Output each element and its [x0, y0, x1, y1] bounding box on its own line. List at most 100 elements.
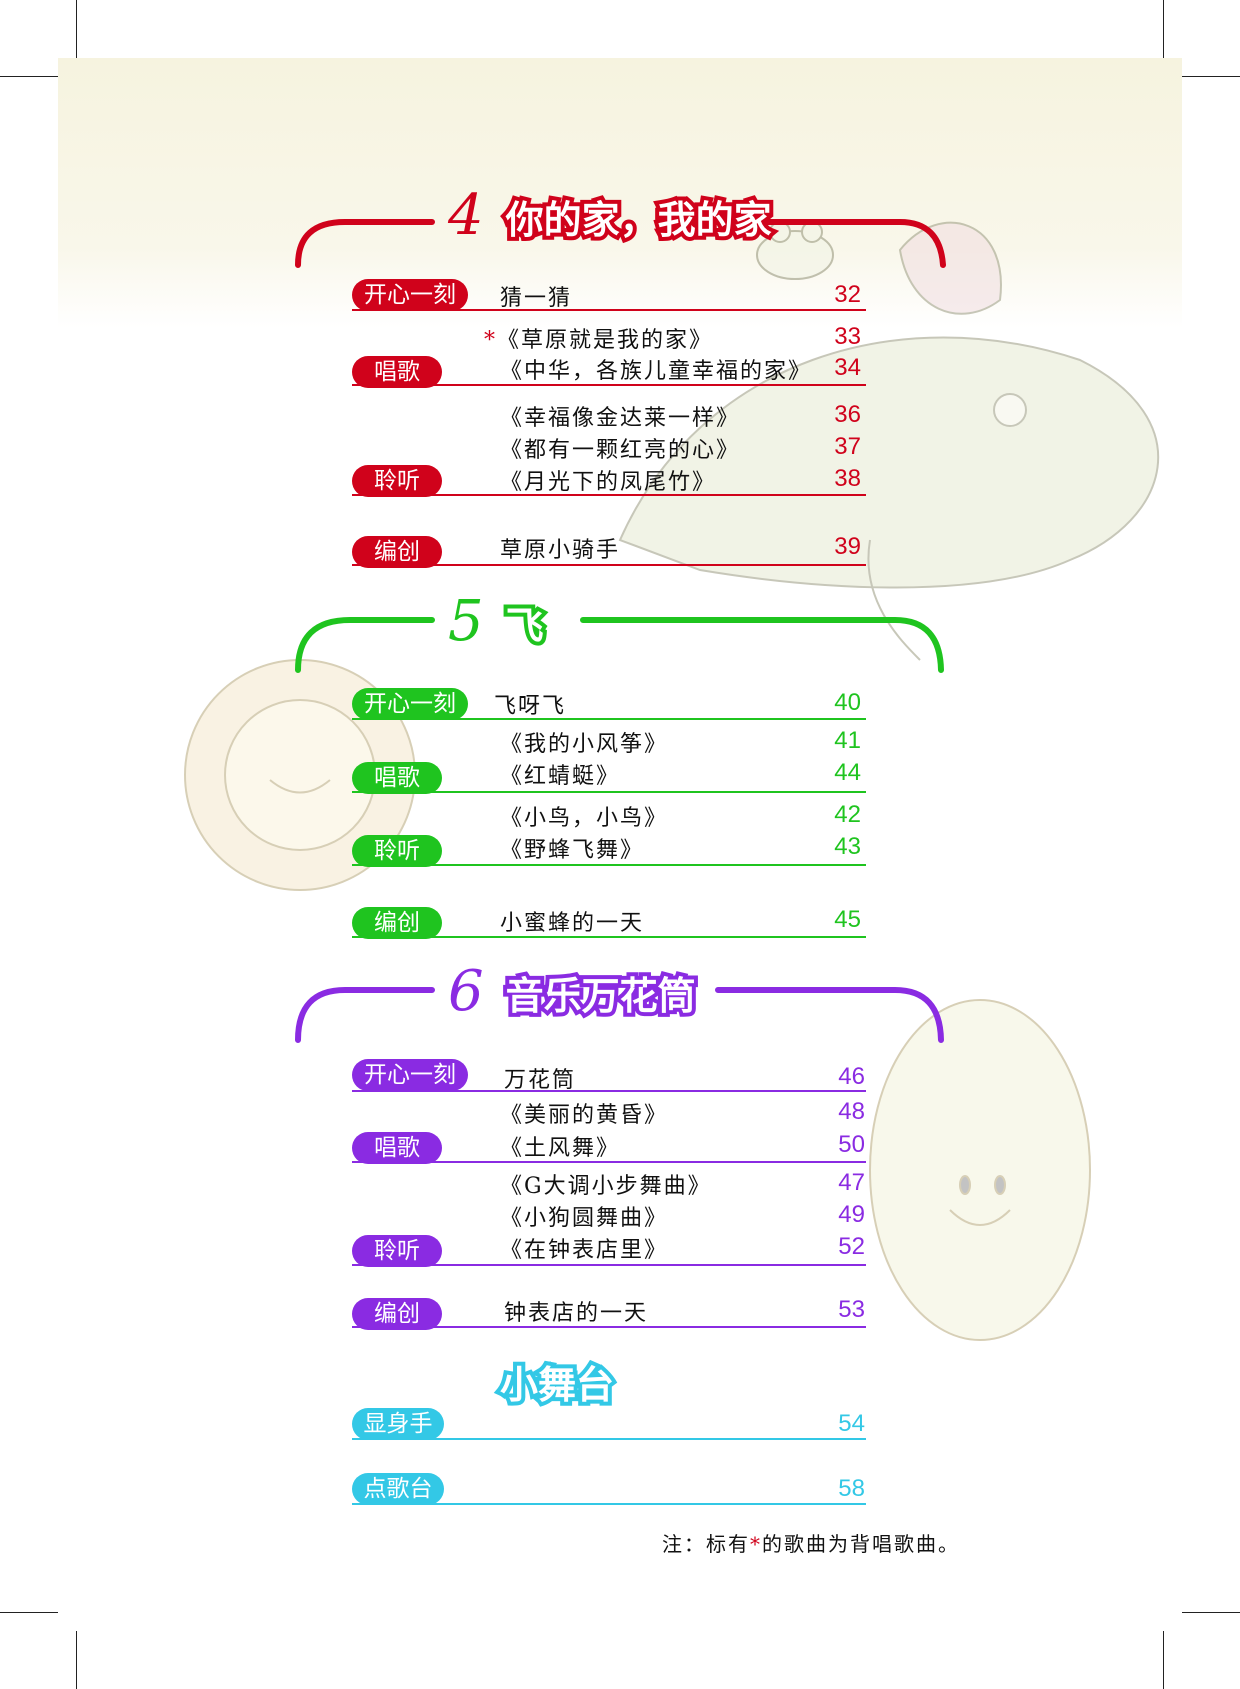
row-rule [352, 1090, 866, 1092]
row-rule [352, 718, 866, 720]
entry-title[interactable]: 《中华，各族儿童幸福的家》 [500, 359, 813, 384]
row-rule [352, 791, 866, 793]
lotus-leaf-illustration [618, 221, 1160, 661]
section-title: 飞 [502, 600, 548, 652]
label-kaixin: 开心一刻 [352, 279, 468, 311]
section-6-heading: 6 音乐万花筒 [448, 959, 700, 1024]
page-number[interactable]: 47 [838, 1169, 865, 1196]
entry-title[interactable]: 《红蜻蜓》 [500, 764, 621, 789]
entry-title[interactable]: 《小狗圆舞曲》 [500, 1206, 669, 1231]
label-sing: 唱歌 [352, 356, 442, 388]
entry-title[interactable]: 《小鸟，小鸟》 [500, 806, 669, 831]
page-number[interactable]: 50 [838, 1131, 865, 1158]
crop-mark [1163, 1631, 1164, 1689]
page-number[interactable]: 37 [834, 433, 861, 460]
label-sing: 唱歌 [352, 1132, 442, 1164]
label-request: 点歌台 [352, 1473, 444, 1505]
label-kaixin: 开心一刻 [352, 688, 468, 720]
row-rule [352, 564, 866, 566]
frog-illustration [756, 221, 834, 280]
crop-mark [0, 1612, 58, 1613]
sunflower-illustration [184, 659, 416, 891]
entry-title[interactable]: 《月光下的凤尾竹》 [500, 470, 717, 495]
entry-text: 《草原就是我的家》 [497, 328, 714, 353]
page-number[interactable]: 46 [838, 1063, 865, 1090]
page-number[interactable]: 38 [834, 465, 861, 492]
section-title: 音乐万花筒 [502, 970, 700, 1022]
section-6-bracket [295, 987, 944, 1043]
crop-mark [76, 1631, 77, 1689]
label-kaixin: 开心一刻 [352, 1059, 468, 1091]
entry-title[interactable]: 《G大调小步舞曲》 [500, 1174, 712, 1199]
entry-title[interactable]: 《野蜂飞舞》 [500, 838, 645, 863]
page-number[interactable]: 43 [834, 833, 861, 860]
footnote-suffix: 的歌曲为背唱歌曲。 [762, 1532, 960, 1556]
page-number[interactable]: 33 [834, 323, 861, 350]
page-number[interactable]: 39 [834, 533, 861, 560]
page-number[interactable]: 52 [838, 1233, 865, 1260]
label-create: 编创 [352, 1298, 442, 1330]
page-number[interactable]: 53 [838, 1296, 865, 1323]
section-number: 4 [448, 183, 484, 248]
entry-title[interactable]: 《我的小风筝》 [500, 732, 669, 757]
section-4-bracket [295, 219, 946, 268]
row-rule [352, 1161, 866, 1163]
entry-title[interactable]: 飞呀飞 [494, 694, 567, 719]
label-create: 编创 [352, 907, 442, 939]
section-title: 你的家，我的家 [502, 194, 776, 246]
row-rule [352, 309, 866, 311]
stage-heading: 小舞台 [496, 1359, 618, 1411]
row-rule [352, 864, 866, 866]
entry-title[interactable]: 猜一猜 [500, 286, 573, 311]
entry-title[interactable]: 《在钟表店里》 [500, 1238, 669, 1263]
crop-mark [1163, 0, 1164, 58]
crop-mark [0, 76, 58, 77]
row-rule [352, 384, 866, 386]
page-number[interactable]: 58 [838, 1475, 865, 1502]
section-number: 6 [448, 959, 484, 1024]
label-show: 显身手 [352, 1408, 444, 1440]
row-rule [352, 1503, 866, 1505]
page-number[interactable]: 34 [834, 354, 861, 381]
entry-title[interactable]: 《都有一颗红亮的心》 [500, 438, 741, 463]
page-number[interactable]: 41 [834, 727, 861, 754]
label-create: 编创 [352, 536, 442, 568]
entry-title[interactable]: 草原小骑手 [500, 538, 621, 563]
page-number[interactable]: 45 [834, 906, 861, 933]
page-number[interactable]: 44 [834, 759, 861, 786]
entry-title[interactable]: 《美丽的黄昏》 [500, 1103, 669, 1128]
entry-title[interactable]: 《幸福像金达莱一样》 [500, 406, 741, 431]
page-number[interactable]: 32 [834, 281, 861, 308]
footnote-prefix: 注：标有 [662, 1532, 750, 1556]
row-rule [352, 1264, 866, 1266]
page-number[interactable]: 49 [838, 1201, 865, 1228]
crop-mark [76, 0, 77, 58]
label-sing: 唱歌 [352, 762, 442, 794]
section-5-bracket [295, 617, 944, 673]
label-listen: 聆听 [352, 835, 442, 867]
entry-title[interactable]: 《土风舞》 [500, 1136, 621, 1161]
footnote: 注：标有*的歌曲为背唱歌曲。 [662, 1528, 960, 1557]
row-rule [352, 494, 866, 496]
crop-mark [1182, 76, 1240, 77]
crop-mark [1182, 1612, 1240, 1613]
entry-title[interactable]: 小蜜蜂的一天 [500, 911, 645, 936]
page-number[interactable]: 40 [834, 689, 861, 716]
page-number[interactable]: 36 [834, 401, 861, 428]
label-listen: 聆听 [352, 465, 442, 497]
page-number[interactable]: 48 [838, 1098, 865, 1125]
page-number[interactable]: 42 [834, 801, 861, 828]
row-rule [352, 1438, 866, 1440]
entry-title[interactable]: 钟表店的一天 [504, 1301, 649, 1326]
page-number[interactable]: 54 [838, 1410, 865, 1437]
memorize-star-icon: * [750, 1532, 762, 1556]
section-4-heading: 4 你的家，我的家 [448, 183, 776, 248]
row-rule [352, 936, 866, 938]
entry-title[interactable]: 万花筒 [504, 1068, 577, 1093]
entry-title[interactable]: *《草原就是我的家》 [484, 322, 713, 354]
label-listen: 聆听 [352, 1235, 442, 1267]
row-rule [352, 1326, 866, 1328]
corn-illustration [869, 999, 1091, 1341]
section-5-heading: 5 飞 [448, 594, 548, 652]
